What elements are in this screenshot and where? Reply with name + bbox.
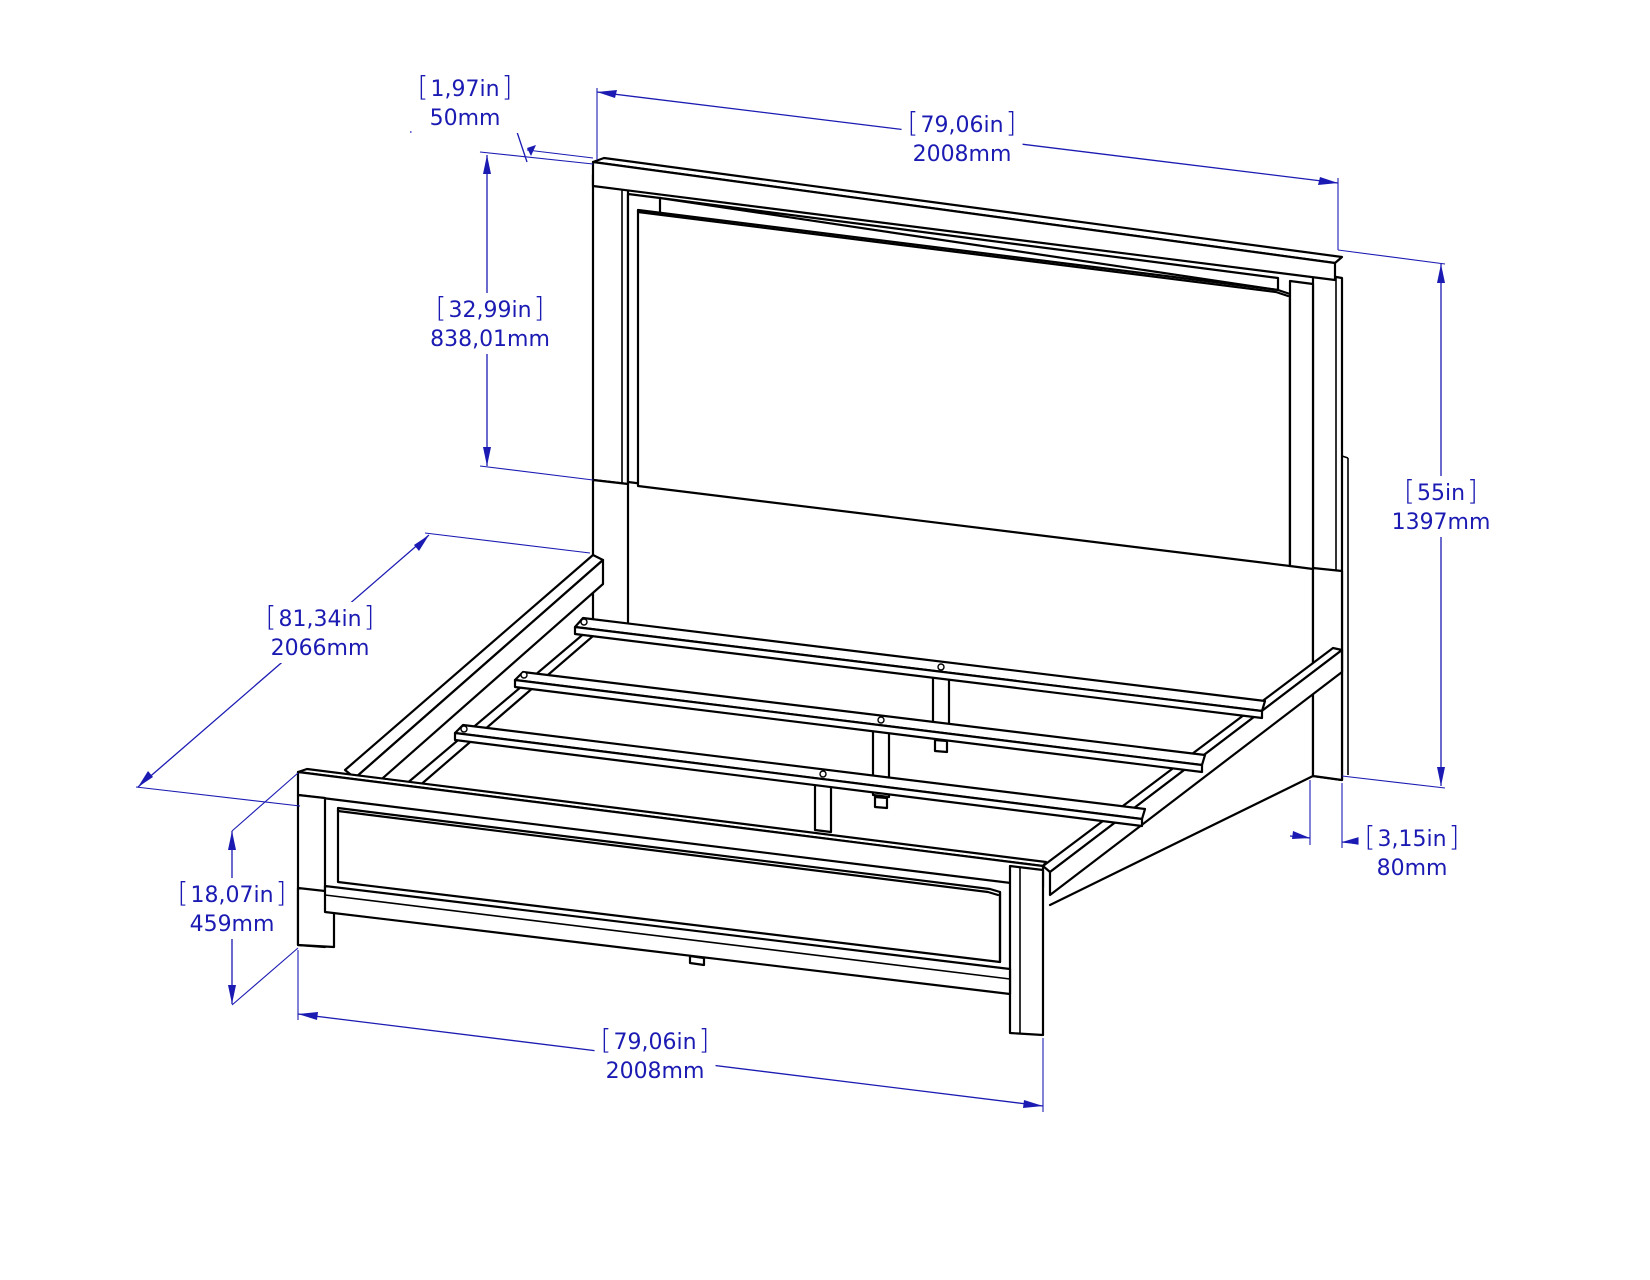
dim-footboard-height-inches: 18,07in (178, 878, 287, 910)
dim-headboard-width-inches: 79,06in (908, 108, 1017, 140)
dim-panel-height-arrow-bottom (483, 447, 491, 466)
dim-length-arrow-front (138, 771, 153, 787)
slat-2-center-hole (877, 716, 885, 724)
footboard-center-foot (688, 954, 706, 967)
footboard-bottom-rail (323, 884, 1012, 996)
dim-overall-height-inches: 55in (1392, 476, 1491, 508)
center-support-1-foot (933, 738, 949, 754)
dim-foot-width-arrow-left (298, 1012, 318, 1020)
dim-headboard-thickness-mm: 50mm (429, 106, 501, 131)
dim-foot-height-arrow-bottom (228, 985, 236, 1004)
dim-leg-width-inches: 3,15in (1365, 822, 1460, 854)
headboard-panel-shadow (636, 210, 1290, 298)
slat-3-face (453, 731, 1144, 828)
dim-leg-width-mm: 80mm (1376, 856, 1448, 881)
footboard-right-leg (1008, 864, 1045, 1037)
headboard-left-leg (591, 478, 630, 627)
footboard (296, 767, 1048, 1037)
dim-footboard-height-mm: 459mm (189, 912, 275, 937)
dim-panel-height-inches: 32,99in (430, 293, 550, 325)
headboard-inner-rail (658, 196, 1280, 292)
dim-headboard-width-arrow-right (1318, 177, 1338, 185)
slat-1-center-hole (937, 663, 945, 671)
dim-label-headboard-thickness: 1,97in 50mm (411, 72, 519, 133)
dim-footboard-width-mm: 2008mm (605, 1059, 705, 1084)
dim-label-footboard-height: 18,07in 459mm (171, 878, 293, 939)
dim-thickness-arrow (527, 145, 536, 156)
dim-label-overall-height: 55in 1397mm (1385, 476, 1497, 537)
headboard-top-rail (591, 160, 1337, 282)
dim-leg-arrow-left (1292, 831, 1310, 839)
slat-1-face (573, 625, 1264, 720)
dim-label-panel-height: 32,99in 838,01mm (424, 293, 556, 354)
right-ledger (1048, 774, 1315, 907)
dim-panel-height-ext-bottom (479, 465, 594, 481)
dim-bed-length-inches: 81,34in (266, 602, 375, 634)
dim-length-ext-front (135, 786, 301, 807)
dim-label-leg-width: 3,15in 80mm (1358, 822, 1466, 883)
dim-panel-height-ext-top (479, 151, 594, 165)
dim-bed-length-mm: 2066mm (270, 636, 370, 661)
dim-foot-height-ext-top (231, 772, 299, 832)
dim-headboard-width-mm: 2008mm (912, 142, 1012, 167)
slat-1-hole (580, 618, 588, 626)
dim-headboard-thickness-inches: 1,97in (418, 72, 513, 104)
dim-label-bed-length: 81,34in 2066mm (259, 602, 381, 663)
dim-headboard-width-arrow-left (597, 90, 617, 98)
dim-foot-width-arrow-right (1023, 1100, 1043, 1108)
slat-3-center-hole (819, 770, 827, 778)
dim-thickness-ext (526, 149, 594, 159)
slat-2-face (513, 678, 1204, 774)
footboard-panel-shadow (336, 809, 1000, 897)
headboard (591, 156, 1349, 782)
dim-height-ext-top (1337, 249, 1446, 265)
dim-height-arrow-bottom (1437, 767, 1445, 786)
headboard-right-inner-post (1288, 279, 1315, 571)
dim-length-ext-back (424, 532, 591, 554)
footboard-inner-strip (324, 894, 1011, 980)
dim-label-headboard-width: 79,06in 2008mm (901, 108, 1023, 169)
dim-panel-height-arrow-top (483, 155, 491, 174)
headboard-back-edge (1341, 455, 1349, 459)
dim-label-footboard-width: 79,06in 2008mm (594, 1025, 716, 1086)
center-support-2-foot (873, 795, 889, 810)
slat-3-hole (460, 725, 468, 733)
dim-foot-height-ext-bottom (231, 947, 299, 1006)
dim-footboard-width-inches: 79,06in (601, 1025, 710, 1057)
dim-foot-height-arrow-top (228, 831, 236, 850)
dim-height-ext-bottom (1341, 775, 1446, 789)
dim-thickness-leader-2 (516, 131, 528, 163)
headboard-panel (636, 208, 1292, 568)
right-side-rail-face (1048, 648, 1344, 897)
slat-2-hole (520, 671, 528, 679)
dim-height-arrow-top (1437, 264, 1445, 283)
slats (453, 616, 1267, 828)
dim-leg-arrow-right (1342, 837, 1360, 845)
dim-panel-height-mm: 838,01mm (430, 327, 550, 352)
dim-length-arrow-back (414, 535, 429, 551)
dim-overall-height-mm: 1397mm (1391, 510, 1491, 535)
